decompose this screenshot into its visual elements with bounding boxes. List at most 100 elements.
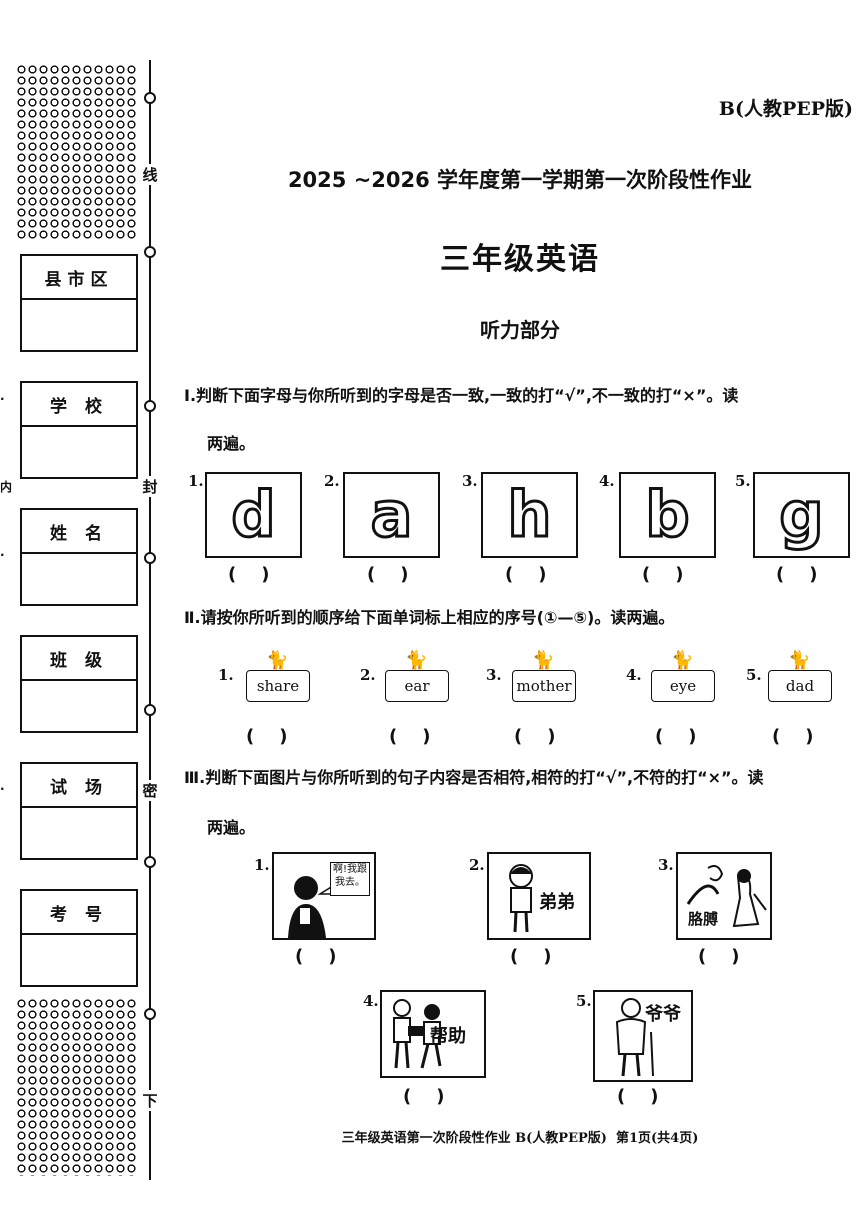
part-title: 听力部分 — [480, 318, 560, 342]
answer-blank[interactable]: ( ) — [295, 946, 337, 967]
edge-mark: · — [0, 392, 5, 406]
letter-card: a — [343, 472, 440, 558]
letter-glyph: d — [230, 478, 277, 551]
seal-char-xian: 线 — [142, 164, 158, 185]
answer-blank[interactable]: ( ) — [514, 726, 556, 747]
seal-char-feng: 封 — [142, 476, 158, 497]
section3-instruction: Ⅲ.判断下面图片与你所听到的句子内容是否相符,相符的打“√”,不符的打“×”。读 — [184, 768, 764, 787]
answer-blank[interactable]: ( ) — [505, 564, 547, 585]
picture-item-num: 5. — [576, 992, 592, 1010]
answer-blank[interactable]: ( ) — [617, 1086, 659, 1107]
boy-icon — [509, 864, 533, 933]
answer-blank[interactable]: ( ) — [367, 564, 409, 585]
answer-blank[interactable]: ( ) — [772, 726, 814, 747]
field-exam-number-label: 考 号 — [22, 891, 136, 935]
seal-dot — [144, 552, 156, 564]
letter-glyph: h — [506, 478, 553, 551]
picture-item-num: 4. — [363, 992, 379, 1010]
answer-blank[interactable]: ( ) — [228, 564, 270, 585]
letter-item-num: 2. — [324, 472, 340, 490]
section2-instruction: Ⅱ.请按你所听到的顺序给下面单词标上相应的序号(①—⑤)。读两遍。 — [184, 608, 675, 627]
picture-item-num: 2. — [469, 856, 485, 874]
page-title: 2025 ~2026 学年度第一学期第一次阶段性作业 — [287, 168, 753, 192]
picture-card-4: 帮助 — [380, 990, 486, 1078]
speech-bubble: 啊!我跟我去。 — [330, 862, 370, 896]
answer-blank[interactable]: ( ) — [776, 564, 818, 585]
word-item-num: 2. — [360, 666, 376, 684]
edge-mark: 内 — [0, 480, 13, 494]
letter-item-num: 3. — [462, 472, 478, 490]
seal-char-xia: 下 — [142, 1090, 158, 1111]
letter-card: d — [205, 472, 302, 558]
seal-line — [149, 60, 151, 1180]
answer-blank[interactable]: ( ) — [655, 726, 697, 747]
answer-blank[interactable]: ( ) — [246, 726, 288, 747]
word-sign: 🐈 share — [246, 650, 312, 704]
field-county[interactable]: 县市区 — [20, 254, 138, 352]
word-board: mother — [512, 670, 576, 702]
letter-glyph: a — [369, 478, 414, 551]
dot-pattern-top — [16, 64, 138, 240]
cat-icon: 🐈 — [671, 650, 694, 671]
word-item-num: 3. — [486, 666, 502, 684]
word-item-num: 1. — [218, 666, 234, 684]
seal-dot — [144, 1008, 156, 1020]
word-sign: 🐈 eye — [651, 650, 717, 704]
subject-title: 三年级英语 — [440, 242, 600, 277]
letter-card: h — [481, 472, 578, 558]
field-exam-room[interactable]: 试 场 — [20, 762, 138, 860]
answer-blank[interactable]: ( ) — [510, 946, 552, 967]
word-board: dad — [768, 670, 832, 702]
field-exam-room-label: 试 场 — [22, 764, 136, 808]
picture-card-5: 爷爷 — [593, 990, 693, 1082]
page-footer: 三年级英语第一次阶段性作业 B(人教PEP版) 第1页(共4页) — [341, 1131, 699, 1146]
answer-blank[interactable]: ( ) — [642, 564, 684, 585]
field-name[interactable]: 姓 名 — [20, 508, 138, 606]
cat-icon: 🐈 — [532, 650, 555, 671]
word-sign: 🐈 ear — [385, 650, 451, 704]
section3-instruction-cont: 两遍。 — [207, 818, 256, 837]
field-county-label: 县市区 — [22, 256, 136, 300]
field-exam-number[interactable]: 考 号 — [20, 889, 138, 987]
field-school-label: 学 校 — [22, 383, 136, 427]
picture-caption: 帮助 — [430, 1026, 466, 1047]
field-school[interactable]: 学 校 — [20, 381, 138, 479]
picture-card-1: 啊!我跟我去。 — [272, 852, 376, 940]
cat-icon: 🐈 — [788, 650, 811, 671]
picture-item-num: 3. — [658, 856, 674, 874]
edition-label: B(人教PEP版) — [718, 98, 853, 120]
letter-card: g — [753, 472, 850, 558]
picture-card-2: 弟弟 — [487, 852, 591, 940]
section1-instruction: Ⅰ.判断下面字母与你所听到的字母是否一致,一致的打“√”,不一致的打“×”。读 — [184, 386, 739, 405]
letter-glyph: b — [644, 478, 691, 551]
edge-mark: · — [0, 548, 5, 562]
letter-item-num: 4. — [599, 472, 615, 490]
seal-dot — [144, 704, 156, 716]
letter-item-num: 5. — [735, 472, 751, 490]
edge-mark: · — [0, 782, 5, 796]
speech-bubble-text: 啊!我跟我去。 — [332, 864, 367, 888]
picture-caption: 弟弟 — [539, 892, 575, 913]
cat-icon: 🐈 — [405, 650, 428, 671]
word-item-num: 4. — [626, 666, 642, 684]
picture-caption: 爷爷 — [645, 1004, 681, 1025]
seal-char-mi: 密 — [142, 780, 158, 801]
word-item-num: 5. — [746, 666, 762, 684]
answer-blank[interactable]: ( ) — [698, 946, 740, 967]
word-board: ear — [385, 670, 449, 702]
word-sign: 🐈 mother — [512, 650, 578, 704]
field-class[interactable]: 班 级 — [20, 635, 138, 733]
answer-blank[interactable]: ( ) — [403, 1086, 445, 1107]
seal-dot — [144, 400, 156, 412]
answer-blank[interactable]: ( ) — [389, 726, 431, 747]
dot-pattern-bottom — [16, 998, 138, 1176]
picture-item-num: 1. — [254, 856, 270, 874]
picture-caption: 胳膊 — [688, 910, 719, 928]
seal-dot — [144, 856, 156, 868]
section1-instruction-cont: 两遍。 — [207, 434, 256, 453]
kids-helping-icon — [393, 999, 442, 1069]
word-board: eye — [651, 670, 715, 702]
word-board: share — [246, 670, 310, 702]
seal-dot — [144, 246, 156, 258]
letter-item-num: 1. — [188, 472, 204, 490]
